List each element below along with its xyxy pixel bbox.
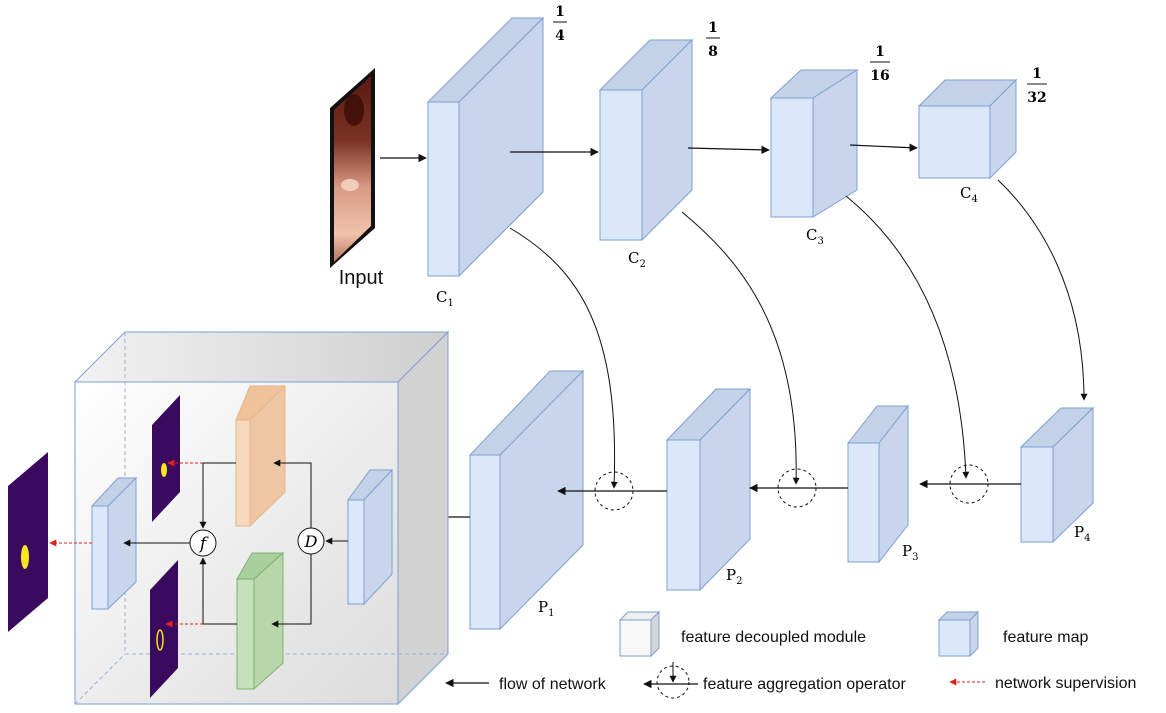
svg-text:1: 1 (555, 4, 565, 20)
edge-feature-block (236, 551, 285, 691)
arrow-decouple-to-edge (271, 554, 312, 628)
svg-text:1: 1 (875, 44, 885, 60)
flow-arrow-c2-c3 (687, 145, 770, 155)
skip-arrow-c4 (997, 179, 1088, 401)
legend-flow-text: flow of network (499, 676, 607, 693)
decouple-symbol: D (304, 532, 318, 551)
input-image (330, 68, 375, 268)
feature-map-p1 (468, 369, 585, 631)
legend-module-icon (618, 610, 661, 658)
legend-aggregation-icon (643, 662, 698, 699)
scale-c4: 1 32 (1027, 66, 1047, 106)
svg-text:8: 8 (708, 44, 718, 60)
p1-label: P1 (538, 598, 554, 619)
fusion-symbol: f (198, 534, 209, 554)
input-label: Input (339, 267, 384, 289)
p2-label: P2 (726, 566, 742, 587)
decouple-operator: D (297, 527, 325, 555)
feature-map-p4 (1019, 406, 1095, 544)
scale-c3: 1 16 (870, 44, 890, 84)
feature-map-p3 (846, 404, 910, 564)
feature-map-c4 (917, 78, 1018, 180)
p4-label: P4 (1074, 523, 1090, 544)
legend: feature decoupled module feature map flo… (445, 610, 1136, 699)
flow-arrow-c3-c4 (849, 143, 918, 152)
svg-text:1: 1 (708, 20, 718, 36)
body-feature-block (235, 384, 286, 528)
arrow-decouple-to-body (273, 459, 312, 528)
scale-c1: 1 4 (553, 4, 567, 44)
c4-label: C4 (960, 184, 978, 205)
skip-arrow-c1 (509, 227, 618, 489)
legend-feature-map-icon (937, 610, 980, 658)
legend-feature-map-text: feature map (1003, 629, 1088, 646)
skip-arrow-c2 (681, 211, 800, 485)
fusion-operator: f (189, 529, 217, 557)
edge-mask (150, 560, 178, 698)
module-output-map (90, 476, 138, 611)
feature-map-c2 (598, 38, 694, 242)
module-input-map (347, 468, 394, 606)
svg-text:16: 16 (870, 68, 889, 84)
body-mask (152, 395, 180, 522)
svg-text:1: 1 (1032, 66, 1042, 82)
feature-map-p2 (665, 387, 752, 592)
feature-map-c3 (769, 69, 859, 218)
c3-label: C3 (806, 226, 824, 247)
c2-label: C2 (628, 249, 646, 270)
feature-map-c1 (426, 16, 545, 278)
skip-arrow-c3 (845, 195, 970, 479)
p3-label: P3 (902, 542, 918, 563)
c1-label: C1 (436, 288, 454, 309)
svg-text:4: 4 (555, 28, 565, 44)
svg-text:32: 32 (1027, 90, 1046, 106)
output-mask (8, 452, 48, 632)
legend-aggregation-text: feature aggregation operator (703, 676, 906, 693)
legend-module-text: feature decoupled module (681, 629, 866, 646)
legend-supervision-text: network supervision (995, 675, 1136, 692)
scale-c2: 1 8 (706, 20, 720, 60)
